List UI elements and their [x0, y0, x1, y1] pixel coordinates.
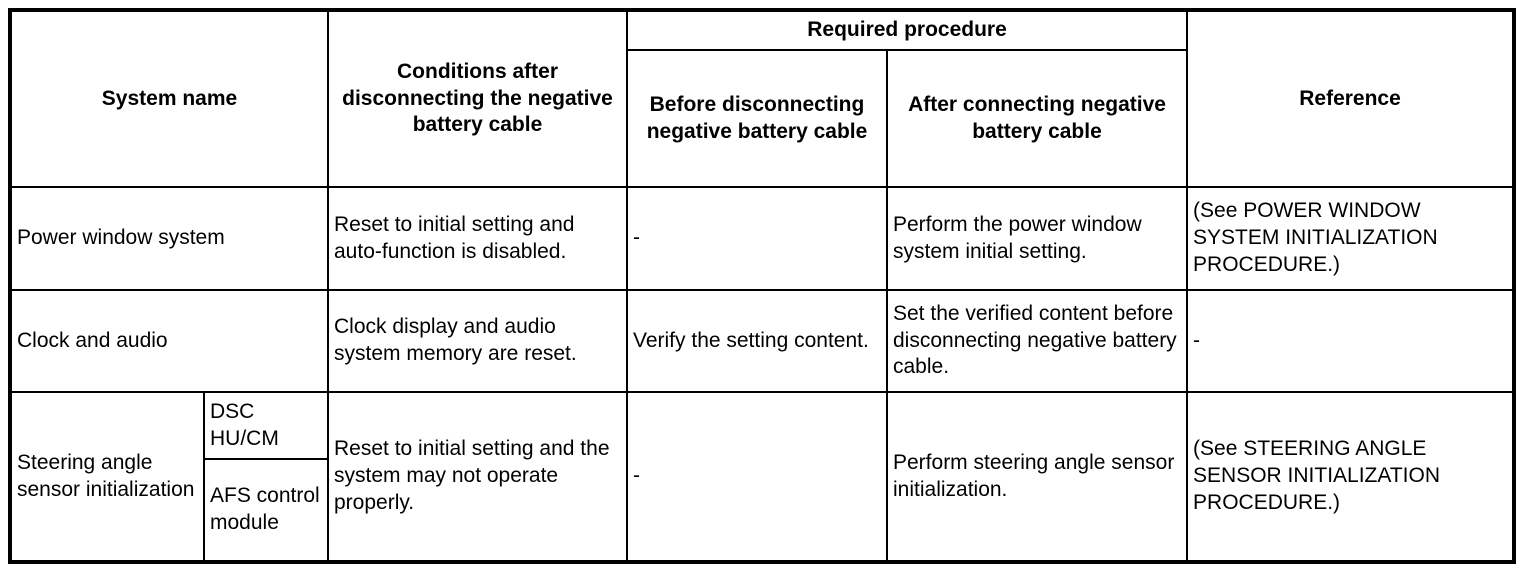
cell-reference-steering-angle: (See STEERING ANGLE SENSOR INITIALIZATIO… — [1186, 391, 1516, 563]
cell-conditions-clock-audio: Clock display and audio system memory ar… — [327, 289, 628, 393]
cell-before-steering-angle: - — [626, 391, 888, 563]
cell-after-power-window: Perform the power window system initial … — [885, 186, 1189, 291]
cell-system-clock-audio: Clock and audio — [9, 289, 329, 393]
header-after-connecting: After connecting negative battery cable — [885, 49, 1189, 188]
cell-conditions-power-window: Reset to initial setting and auto-functi… — [327, 186, 628, 291]
cell-after-clock-audio: Set the verified content before disconne… — [885, 289, 1189, 393]
battery-disconnect-procedure-table: System name Conditions after disconnecti… — [8, 8, 1517, 564]
header-reference: Reference — [1186, 9, 1516, 188]
cell-subsystem-dsc: DSC HU/CM — [203, 391, 329, 460]
table-row-power-window: Power window system Reset to initial set… — [9, 186, 1516, 291]
cell-reference-clock-audio: - — [1186, 289, 1516, 393]
cell-after-steering-angle: Perform steering angle sensor initializa… — [885, 391, 1189, 563]
cell-conditions-steering-angle: Reset to initial setting and the system … — [327, 391, 628, 563]
table-row-clock-audio: Clock and audio Clock display and audio … — [9, 289, 1516, 393]
table-row-steering-angle-1: Steering angle sensor initialization DSC… — [9, 391, 1516, 563]
cell-system-power-window: Power window system — [9, 186, 329, 291]
header-row-2: Before disconnecting negative battery ca… — [10, 49, 1514, 188]
cell-system-steering-angle: Steering angle sensor initialization — [9, 391, 205, 563]
header-conditions: Conditions after disconnecting the negat… — [327, 9, 628, 188]
cell-subsystem-afs: AFS control module — [203, 458, 329, 563]
header-before-disconnecting: Before disconnecting negative battery ca… — [626, 49, 888, 188]
header-system-name: System name — [9, 9, 329, 188]
header-row-1: System name Conditions after disconnecti… — [9, 9, 1516, 188]
header-required-procedure: Required procedure — [625, 9, 1189, 51]
cell-reference-power-window: (See POWER WINDOW SYSTEM INITIALIZATION … — [1186, 186, 1516, 291]
cell-before-clock-audio: Verify the setting content. — [626, 289, 888, 393]
cell-before-power-window: - — [626, 186, 888, 291]
table-row-steering-angle-2: AFS control module — [10, 458, 1514, 563]
